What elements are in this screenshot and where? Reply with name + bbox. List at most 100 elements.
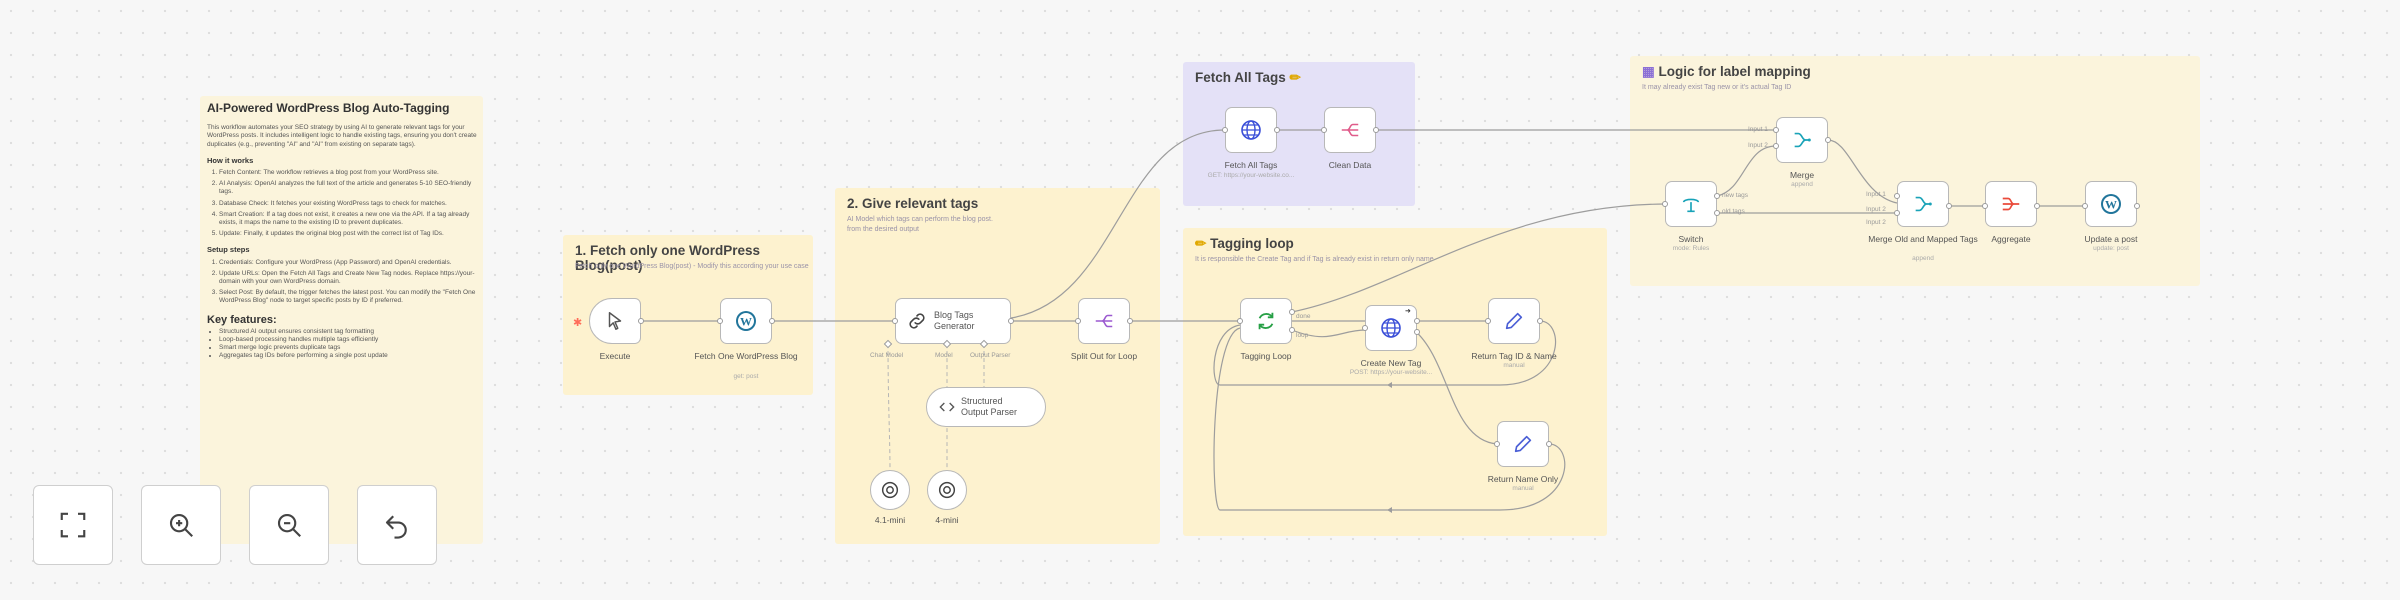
node-structured-output-parser[interactable]: Structured Output Parser xyxy=(926,387,1046,427)
output-port[interactable] xyxy=(1714,193,1720,199)
output-port[interactable] xyxy=(1537,318,1543,324)
pencil-icon xyxy=(1514,435,1532,453)
node-label: Aggregate xyxy=(1991,234,2031,244)
edge-label-done: done xyxy=(1296,313,1311,320)
grid-icon: ▦ xyxy=(1642,64,1655,79)
input-port[interactable] xyxy=(1773,143,1779,149)
output-port[interactable] xyxy=(769,318,775,324)
node-return-tag-id-name[interactable] xyxy=(1488,298,1540,344)
sticky-title: ✏ Tagging loop xyxy=(1195,236,1294,251)
output-port[interactable] xyxy=(1946,203,1952,209)
key-item: Aggregates tag IDs before performing a s… xyxy=(219,352,483,360)
node-model-41-mini[interactable] xyxy=(870,470,910,510)
node-subtitle: GET: https://your-website.co... xyxy=(1207,172,1295,179)
input-port[interactable] xyxy=(1222,127,1228,133)
node-label: 4-mini xyxy=(935,515,959,525)
output-port[interactable] xyxy=(1414,329,1420,335)
node-label: Fetch All Tags xyxy=(1224,160,1278,170)
node-create-new-tag[interactable] xyxy=(1365,305,1417,351)
node-execute[interactable] xyxy=(589,298,641,344)
node-tagging-loop[interactable] xyxy=(1240,298,1292,344)
sticky-fetch-all-tags[interactable]: Fetch All Tags ✏ xyxy=(1183,62,1415,206)
how-item: Update: Finally, it updates the original… xyxy=(219,230,483,238)
output-port[interactable] xyxy=(1714,210,1720,216)
sticky-subtitle: It is responsible the Create Tag and if … xyxy=(1195,256,1434,263)
node-subtitle: append xyxy=(1791,181,1813,188)
setup-item: Select Post: By default, the trigger fet… xyxy=(219,289,483,305)
output-port[interactable] xyxy=(1274,127,1280,133)
node-subtitle: POST: https://your-website... xyxy=(1349,369,1433,376)
how-item: Database Check: It fetches your existing… xyxy=(219,200,483,208)
input-port[interactable] xyxy=(1894,210,1900,216)
node-label: Return Name Only xyxy=(1487,474,1559,484)
node-blog-tags-generator[interactable]: Blog Tags Generator xyxy=(895,298,1011,344)
input-port[interactable] xyxy=(1321,127,1327,133)
node-label: Clean Data xyxy=(1328,160,1372,170)
node-update-a-post[interactable]: W xyxy=(2085,181,2137,227)
setup-item: Credentials: Configure your WordPress (A… xyxy=(219,259,483,267)
input-port[interactable] xyxy=(1773,127,1779,133)
output-port[interactable] xyxy=(1127,318,1133,324)
input-port[interactable] xyxy=(1662,201,1668,207)
output-port[interactable] xyxy=(1414,318,1420,324)
output-port[interactable] xyxy=(1373,127,1379,133)
output-port[interactable] xyxy=(638,318,644,324)
input-port[interactable] xyxy=(717,318,723,324)
fit-view-button[interactable] xyxy=(33,485,113,565)
sticky-tagging-loop[interactable]: ✏ Tagging loop It is responsible the Cre… xyxy=(1183,228,1607,536)
input-port[interactable] xyxy=(1485,318,1491,324)
link-icon xyxy=(909,313,925,329)
output-port[interactable] xyxy=(2034,203,2040,209)
node-fetch-one-wordpress-blog[interactable]: W xyxy=(720,298,772,344)
setup-title: Setup steps xyxy=(207,245,250,255)
how-item: AI Analysis: OpenAI analyzes the full te… xyxy=(219,180,483,196)
input-port[interactable] xyxy=(2082,203,2088,209)
undo-icon xyxy=(385,515,407,539)
zoom-in-button[interactable] xyxy=(141,485,221,565)
input-port[interactable] xyxy=(1362,325,1368,331)
output-port[interactable] xyxy=(1546,441,1552,447)
edge-label-loop: loop xyxy=(1296,332,1309,339)
output-port[interactable] xyxy=(1008,318,1014,324)
input-port[interactable] xyxy=(892,318,898,324)
wordpress-icon: W xyxy=(736,311,756,331)
node-aggregate[interactable] xyxy=(1985,181,2037,227)
reset-zoom-button[interactable] xyxy=(357,485,437,565)
code-icon xyxy=(1341,123,1359,137)
node-model-4-mini[interactable] xyxy=(927,470,967,510)
node-subtitle: manual xyxy=(1503,362,1525,369)
zoom-out-button[interactable] xyxy=(249,485,329,565)
split-icon xyxy=(1095,314,1113,328)
how-item: Smart Creation: If a tag does not exist,… xyxy=(219,211,483,227)
node-merge[interactable] xyxy=(1776,117,1828,163)
node-merge-old-and-mapped-tags[interactable] xyxy=(1897,181,1949,227)
input-port[interactable] xyxy=(1894,193,1900,199)
node-return-name-only[interactable] xyxy=(1497,421,1549,467)
output-port[interactable] xyxy=(1289,327,1295,333)
node-label: Tagging Loop xyxy=(1240,351,1292,361)
input-port[interactable] xyxy=(1982,203,1988,209)
output-port[interactable] xyxy=(1825,137,1831,143)
node-clean-data[interactable] xyxy=(1324,107,1376,153)
sticky-title: 1. Fetch only one WordPress Blog(post) xyxy=(575,243,761,273)
node-fetch-all-tags[interactable] xyxy=(1225,107,1277,153)
edge-label-input2: Input 2 xyxy=(1866,219,1886,226)
sticky-label-mapping[interactable]: ▦ Logic for label mapping It may already… xyxy=(1630,56,2200,286)
output-port[interactable] xyxy=(2134,203,2140,209)
pencil-icon xyxy=(1505,312,1523,330)
sticky-main[interactable] xyxy=(200,96,483,544)
input-port[interactable] xyxy=(1237,318,1243,324)
node-label: Create New Tag xyxy=(1360,358,1422,368)
node-switch[interactable] xyxy=(1665,181,1717,227)
edge-label-input2: Input 2 xyxy=(1748,142,1768,149)
sticky-subtitle: AI Model which tags can perform the blog… xyxy=(847,216,993,223)
node-label: Merge xyxy=(1789,170,1815,180)
pencil-icon: ✏ xyxy=(1289,70,1301,85)
node-split-out-for-loop[interactable] xyxy=(1078,298,1130,344)
node-subtitle: manual xyxy=(1512,485,1534,492)
input-port[interactable] xyxy=(1075,318,1081,324)
output-port[interactable] xyxy=(1289,309,1295,315)
openai-icon xyxy=(881,481,899,499)
input-port[interactable] xyxy=(1494,441,1500,447)
